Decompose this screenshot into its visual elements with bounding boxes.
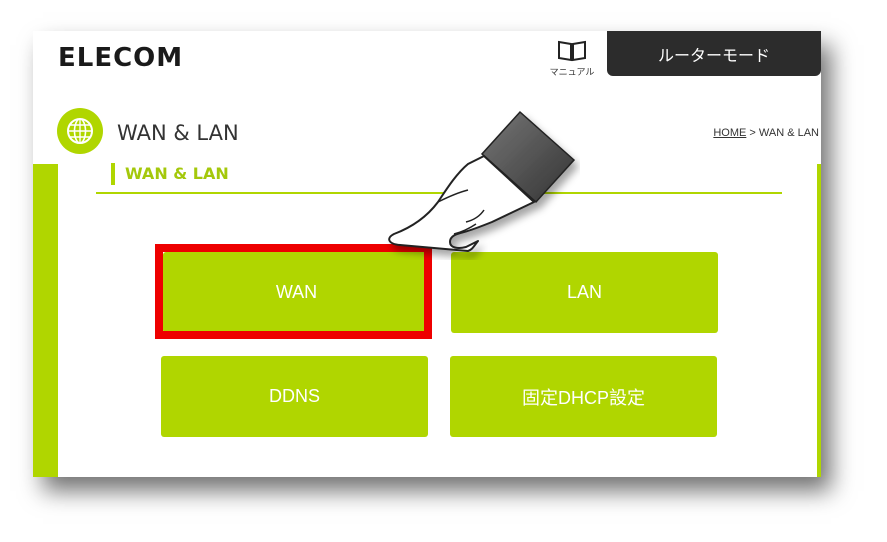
section-divider xyxy=(96,192,782,194)
pointing-hand-icon xyxy=(380,110,580,260)
wan-button[interactable]: WAN xyxy=(163,252,430,333)
manual-label: マニュアル xyxy=(549,67,595,77)
router-admin-page: ELECOM マニュアル ルーターモード WAN & LAN HOME > WA… xyxy=(33,31,821,477)
globe-icon xyxy=(57,108,103,154)
ddns-button[interactable]: DDNS xyxy=(161,356,428,437)
right-accent-bar xyxy=(817,164,821,477)
breadcrumb: HOME > WAN & LAN xyxy=(713,127,819,139)
breadcrumb-current: WAN & LAN xyxy=(758,127,819,139)
left-accent-bar xyxy=(33,164,58,477)
manual-link[interactable]: マニュアル xyxy=(548,39,596,78)
static-dhcp-button[interactable]: 固定DHCP設定 xyxy=(450,356,717,437)
breadcrumb-separator: > xyxy=(746,127,759,139)
book-icon xyxy=(548,39,596,63)
elecom-logo[interactable]: ELECOM xyxy=(58,43,184,73)
wan-highlight-box xyxy=(155,244,432,339)
breadcrumb-home-link[interactable]: HOME xyxy=(713,127,747,139)
lan-button[interactable]: LAN xyxy=(451,252,718,333)
router-mode-tab[interactable]: ルーターモード xyxy=(607,31,821,76)
page-title: WAN & LAN xyxy=(117,121,239,145)
section-heading: WAN & LAN xyxy=(111,163,229,185)
